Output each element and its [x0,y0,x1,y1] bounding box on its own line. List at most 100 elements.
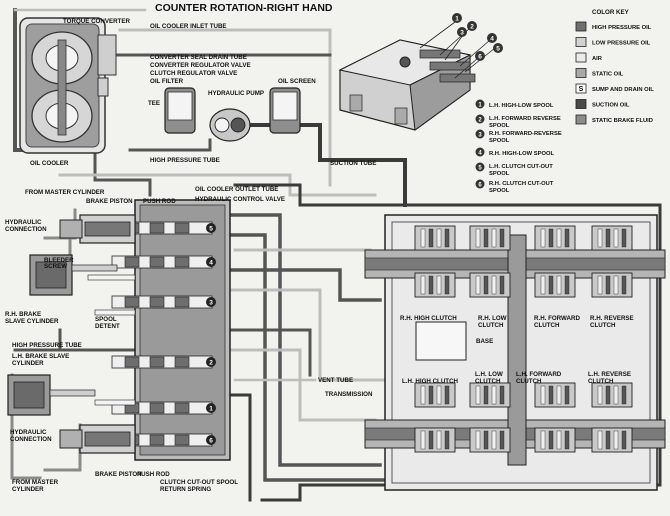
clutch-plate [483,430,489,450]
oil-cooler-label: OIL COOLER [30,160,69,167]
clutch-plate [420,430,426,450]
clutch-plate [605,430,611,450]
spool-number: 6 [209,438,213,445]
svg-text:DETENT: DETENT [95,323,120,330]
color-key-mark: S [579,86,584,93]
transmission-housing [364,214,666,491]
clutch-plate [444,430,450,450]
clutch-plate [548,275,554,295]
clutch-plate [428,385,434,405]
tee-label: TEE [148,100,160,107]
svg-text:3: 3 [478,133,482,139]
svg-text:SPOOL: SPOOL [489,123,510,129]
spool-number-badge [206,435,216,445]
color-key-label: AIR [592,56,603,62]
clutch-plate [540,385,546,405]
torque-converter [19,17,117,154]
clutch-regulator-valve-label: CLUTCH REGULATOR VALVE [150,70,237,77]
color-key-label: SUCTION OIL [592,103,630,109]
clutch-plate [499,275,505,295]
clutch-plate [491,228,497,248]
push-rod-bottom-label: PUSH ROD [137,471,170,478]
spool-detent [87,274,136,406]
lh-brake-slave-cylinder [7,374,96,416]
diagram-title: COUNTER ROTATION-RIGHT HAND [155,2,333,14]
clutch-plate [540,228,546,248]
svg-text:CLUTCH: CLUTCH [534,322,560,329]
spool-land [174,434,190,446]
clutch-plate [621,385,627,405]
spool-number-badge [206,357,216,367]
color-key-title: COLOR KEY [592,9,630,16]
color-key-label: SUMP AND DRAIN OIL [592,87,654,93]
spool-legend-3: R.H. FORWARD-REVERSE [489,131,562,137]
spool-land [149,402,165,414]
color-key-swatch [575,83,587,94]
converter-regulator-valve-label: CONVERTER REGULATOR VALVE [150,62,251,69]
hydraulic-control-valve-label: HYDRAULIC CONTROL VALVE [195,196,285,203]
brake-piston-bottom-label: BRAKE PISTON [95,471,142,478]
clutch-plate [597,275,603,295]
valve-block-illustration [338,39,476,131]
hydraulic-connection-bottom-label: HYDRAULIC [10,429,47,436]
svg-text:2: 2 [478,118,482,124]
clutch-plate [540,275,546,295]
push-rod-top-label: PUSH ROD [143,198,176,205]
spool-land [149,222,165,234]
spool-legend: 1 L.H. HIGH-LOW SPOOL 2 L.H. FORWARD REV… [475,99,562,194]
clutch-plate [491,430,497,450]
clutch-plate [605,385,611,405]
valve-callouts: 1 2 3 4 5 6 [419,13,503,79]
clutch-plate [499,228,505,248]
converter-seal-drain-tube-label: CONVERTER SEAL DRAIN TUBE [150,54,247,61]
clutch-plate [556,228,562,248]
clutch-plate [420,385,426,405]
spool-number-badge [206,257,216,267]
clutch-plate [564,228,570,248]
clutch-plate [420,275,426,295]
spool-land [149,256,165,268]
hydraulic-pump-label: HYDRAULIC PUMP [208,90,264,97]
clutch-plate [428,228,434,248]
spool-number: 3 [209,300,213,307]
clutch-plate [444,275,450,295]
spool-number-badge [206,223,216,233]
lh-brake-slave-cylinder-label: L.H. BRAKE SLAVE [12,353,69,360]
high-pressure-tube-mid-label: HIGH PRESSURE TUBE [12,342,82,349]
clutch-plate [597,385,603,405]
color-key-label: STATIC BRAKE FLUID [592,118,653,124]
color-key-swatch [575,99,587,109]
clutch-plate [621,275,627,295]
hydraulic-connection-top-label: HYDRAULIC [5,219,42,226]
oil-screen-label: OIL SCREEN [278,78,316,85]
lh-low-clutch-label: L.H. LOW [475,371,503,378]
clutch-plate [491,385,497,405]
svg-text:RETURN SPRING: RETURN SPRING [160,486,211,493]
spool-number-badge [206,403,216,413]
clutch-plate [475,385,481,405]
svg-text:CLUTCH: CLUTCH [590,322,616,329]
clutch-plate [613,385,619,405]
svg-text:4: 4 [478,151,482,157]
clutch-plate [444,385,450,405]
svg-text:CYLINDER: CYLINDER [12,486,44,493]
clutch-plate [436,430,442,450]
svg-text:SPOOL: SPOOL [489,171,510,177]
oil-cooler-inlet-tube-label: OIL COOLER INLET TUBE [150,23,227,30]
svg-text:CONNECTION: CONNECTION [5,226,47,233]
color-key-label: LOW PRESSURE OIL [592,41,651,47]
callout-1: 1 [455,16,459,23]
clutch-plate [483,275,489,295]
brake-piston-top-label: BRAKE PISTON [86,198,133,205]
suction-tube-label: SUCTION TUBE [330,160,376,167]
vent-tube-label: VENT TUBE [318,377,353,384]
spool-number: 2 [209,360,213,367]
clutch-plate [499,385,505,405]
color-key-swatch [575,68,587,78]
spool-number: 5 [209,226,213,233]
spool-land [174,402,190,414]
lh-reverse-clutch-label: L.H. REVERSE [588,371,631,378]
clutch-plate [621,228,627,248]
